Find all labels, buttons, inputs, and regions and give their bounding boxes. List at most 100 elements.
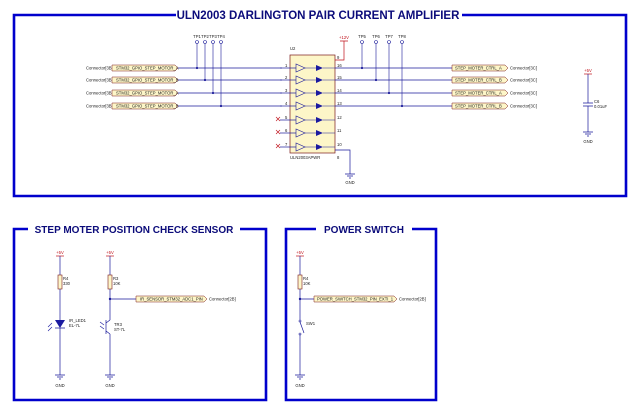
cap-value: 0.01uF — [594, 104, 607, 109]
uln-input-net: Connector[3B]STM32_GPIO_STEP_MOTOR_B — [86, 76, 282, 84]
uln-frame — [12, 13, 628, 198]
diode-icon — [316, 130, 323, 136]
sensor-gnd1: GND — [55, 383, 64, 388]
test-point-label: TP3 — [209, 34, 217, 39]
test-point: TP3 — [209, 34, 218, 95]
sensor-circuit: +5V R4 330 IR_LED1 EL-7L GND +5V R3 10K … — [47, 250, 236, 388]
sensor-led: IR_LED1 — [69, 318, 87, 323]
switch-icon — [299, 321, 305, 334]
chip-channel: 4 13 — [280, 101, 342, 111]
cap-gnd-label: GND — [583, 139, 592, 144]
chip-pin-left: 4 — [285, 101, 288, 106]
uln-input-net: Connector[3B]STM32_GPIO_STEP_MOTOR_B — [86, 102, 282, 110]
power-sw: SW1 — [306, 321, 316, 326]
sensor-connector: Connector[2B] — [209, 297, 236, 302]
power-r-value: 10K — [303, 281, 311, 286]
diode-icon — [316, 103, 323, 109]
decoupling-capacitor: +5V C6 0.01uF GND — [583, 68, 607, 144]
chip-pin-right: 13 — [337, 101, 342, 106]
sensor-title: STEP MOTER POSITION CHECK SENSOR — [35, 225, 235, 236]
sensor-net: IR_SENSOR_STM32_ADC1_PIN — [140, 297, 203, 302]
chip-gnd-label: GND — [345, 180, 354, 185]
chip-vcc: +12V — [335, 35, 349, 61]
uln-title: ULN2003 DARLINGTON PAIR CURRENT AMPLIFIE… — [177, 10, 461, 22]
power-frame — [284, 227, 438, 402]
chip-gnd: GND — [335, 149, 355, 185]
chip-channel: 3 14 — [280, 88, 342, 98]
chip-pin-right: 11 — [337, 128, 342, 133]
chip-pin-right: 16 — [337, 63, 342, 68]
uln-output-net: STEP_MOTER_CTRL_A Connector[3C] — [335, 89, 537, 97]
power-net: POWER_SWITCH_STM32_PIN_EXTI_1 — [317, 297, 394, 302]
diode-icon — [316, 65, 323, 71]
input-connector: Connector[3B] — [86, 66, 113, 71]
sensor-r1-value: 330 — [63, 281, 71, 286]
power-vcc: +5V — [296, 250, 304, 255]
input-connector: Connector[3B] — [86, 91, 113, 96]
output-connector: Connector[3C] — [510, 78, 537, 83]
cap-designator: C6 — [594, 99, 600, 104]
chip-pin-top: 9 — [337, 55, 340, 60]
chip-channel: 6 11 — [275, 128, 342, 138]
chip-channel: 5 12 — [275, 115, 342, 125]
input-connector: Connector[3B] — [86, 78, 113, 83]
sensor-r2-value: 10K — [113, 281, 121, 286]
chip-pin-right: 10 — [337, 142, 342, 147]
output-net-label: STEP_MOTER_CTRL_B — [455, 78, 502, 83]
test-point: TP1 — [193, 34, 202, 70]
test-point-label: TP8 — [398, 34, 406, 39]
chip-pin-bottom: 8 — [337, 155, 340, 160]
sensor-led-part: EL-7L — [69, 323, 81, 328]
input-connector: Connector[3B] — [86, 104, 113, 109]
diode-icon — [316, 77, 323, 83]
cap-vcc-label: +5V — [584, 68, 592, 73]
chip-pin-left: 3 — [285, 88, 288, 93]
output-net-label: STEP_MOTER_CTRL_A — [455, 91, 502, 96]
chip-pin-left: 1 — [285, 63, 288, 68]
chip-pin-right: 12 — [337, 115, 342, 120]
test-point-label: TP2 — [201, 34, 209, 39]
chip-pin-left: 2 — [285, 75, 288, 80]
power-connector: Connector[2B] — [399, 297, 426, 302]
test-point: TP2 — [201, 34, 210, 82]
output-connector: Connector[3C] — [510, 104, 537, 109]
uln-output-net: STEP_MOTER_CTRL_B Connector[3C] — [335, 76, 537, 84]
chip-pin-left: 5 — [285, 115, 288, 120]
input-net-label: STM32_GPIO_STEP_MOTOR_A — [116, 66, 179, 71]
test-point-label: TP7 — [385, 34, 393, 39]
chip-pin-left: 7 — [285, 142, 288, 147]
output-connector: Connector[3C] — [510, 91, 537, 96]
chip-channel: 7 10 — [275, 142, 342, 152]
ir-led-icon — [55, 320, 65, 328]
chip-pin-right: 14 — [337, 88, 342, 93]
chip-vcc-label: +12V — [339, 35, 349, 40]
sensor-gnd2: GND — [105, 383, 114, 388]
uln-input-net: Connector[3B]STM32_GPIO_STEP_MOTOR_A — [86, 64, 282, 72]
test-point-label: TP6 — [372, 34, 380, 39]
sensor-vcc1: +5V — [56, 250, 64, 255]
sensor-r1: R4 — [63, 276, 69, 281]
diode-icon — [316, 90, 323, 96]
power-switch-circuit: +5V R4 10K SW1 GND POWER_SWITCH_STM32_PI… — [295, 250, 426, 388]
test-point: TP7 — [385, 34, 394, 95]
test-point-label: TP4 — [217, 34, 225, 39]
test-point: TP8 — [398, 34, 407, 108]
chip-pin-left: 6 — [285, 128, 288, 133]
sensor-tr: TR3 — [114, 322, 123, 327]
test-point: TP6 — [372, 34, 381, 82]
diode-icon — [316, 144, 323, 150]
input-net-label: STM32_GPIO_STEP_MOTOR_B — [116, 104, 179, 109]
phototransistor-icon — [105, 319, 111, 335]
diode-icon — [316, 117, 323, 123]
sensor-frame — [12, 227, 268, 402]
chip-designator: U2 — [290, 46, 296, 51]
test-point-label: TP1 — [193, 34, 201, 39]
output-connector: Connector[3C] — [510, 66, 537, 71]
sensor-tr-part: ST-7L — [114, 327, 126, 332]
